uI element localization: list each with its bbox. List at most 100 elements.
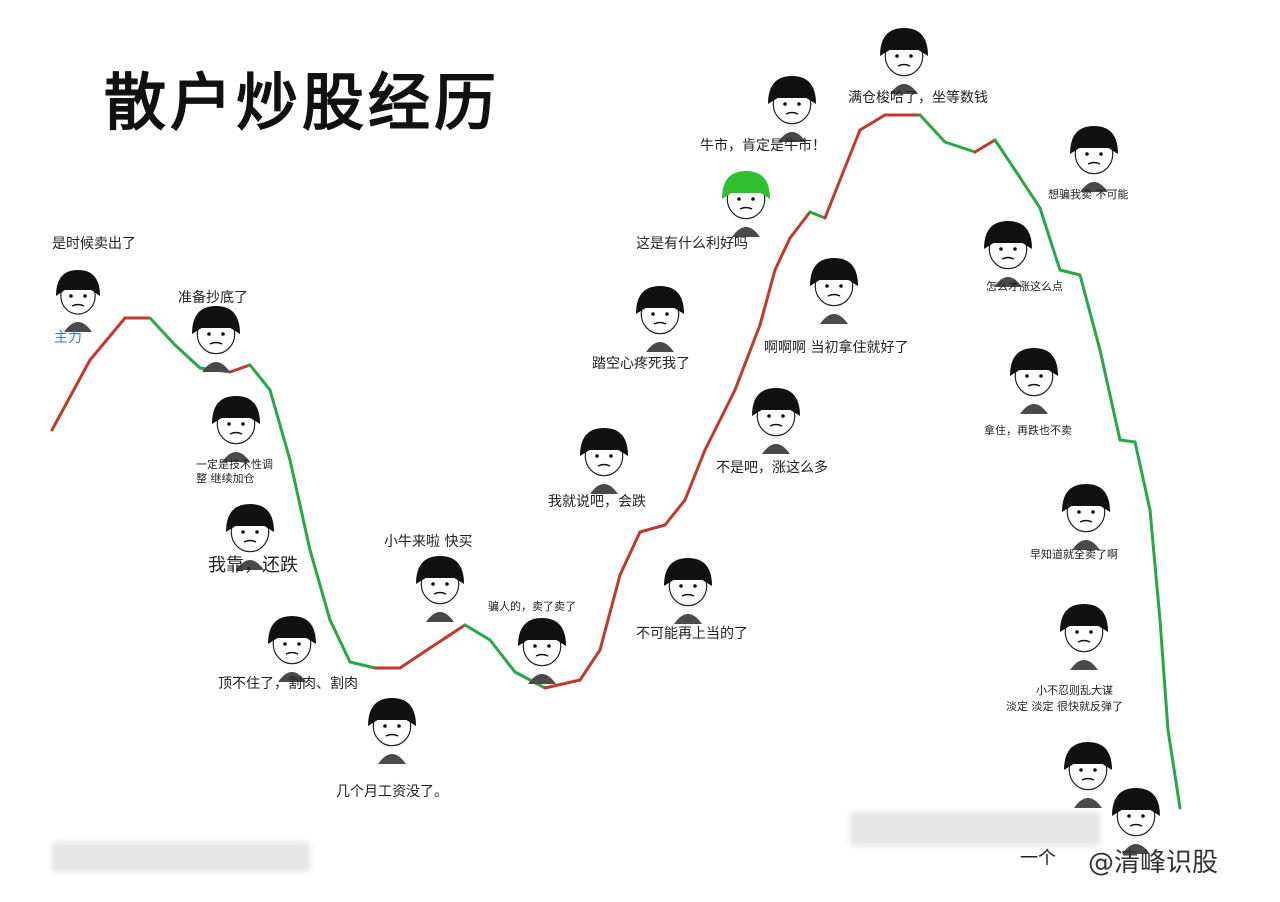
curve-segment bbox=[543, 678, 582, 690]
curve-segment bbox=[858, 113, 887, 132]
curve-segment bbox=[88, 316, 127, 362]
meme-face-icon bbox=[810, 258, 858, 324]
curve-segment bbox=[398, 646, 432, 670]
boss-face-icon bbox=[56, 270, 100, 332]
curve-segment bbox=[1166, 728, 1182, 810]
meme-face-icon bbox=[1010, 348, 1058, 414]
curve-segment bbox=[1038, 206, 1062, 272]
curve-segment bbox=[773, 236, 792, 272]
curve-segment bbox=[1013, 168, 1042, 210]
curve-segment bbox=[758, 268, 777, 327]
curve-segment bbox=[1158, 618, 1170, 732]
meme-face-icon bbox=[752, 388, 800, 454]
watermark: @清峰识股 bbox=[1088, 848, 1219, 878]
curve-segment bbox=[808, 210, 827, 220]
curve-segment bbox=[50, 358, 92, 432]
curve-segment bbox=[578, 648, 602, 682]
meme-face-icon bbox=[368, 698, 416, 764]
caption-add-position: 整 继续加仓 bbox=[196, 472, 255, 485]
meme-face-icon bbox=[880, 28, 928, 94]
curve-segment bbox=[228, 363, 252, 374]
caption-should-hold: 啊啊啊 当初拿住就好了 bbox=[764, 340, 909, 356]
curve-segment bbox=[838, 128, 862, 182]
meme-face-icon bbox=[416, 556, 464, 622]
caption-all-in: 满仓梭哈了，坐等数钱 bbox=[848, 90, 988, 106]
caption-buy-dip: 准备抄底了 bbox=[178, 290, 248, 306]
caption-told-you: 我就说吧，会跌 bbox=[548, 494, 646, 510]
caption-main-force: 主力 bbox=[54, 330, 82, 346]
meme-face-icon bbox=[1070, 126, 1118, 192]
curve-segment bbox=[918, 113, 947, 144]
meme-face-icon bbox=[226, 504, 274, 570]
curve-segment bbox=[823, 178, 842, 220]
meme-face-icon bbox=[1060, 604, 1108, 670]
curve-segment bbox=[663, 498, 687, 527]
curve-segment bbox=[993, 138, 1017, 172]
helmet-face-icon bbox=[722, 171, 770, 237]
curve-segment bbox=[1098, 348, 1122, 442]
curve-segment bbox=[463, 623, 492, 642]
meme-face-icon bbox=[518, 618, 566, 684]
meme-face-icon bbox=[1062, 484, 1110, 550]
caption-still-falling: 我靠，还跌 bbox=[208, 555, 298, 576]
page-title: 散户炒股经历 bbox=[104, 66, 501, 139]
caption-wont-sell: 想骗我卖 不可能 bbox=[1048, 188, 1129, 201]
blurred-strip-left bbox=[52, 842, 310, 872]
caption-calm-rebound: 淡定 淡定 很快就反弹了 bbox=[1006, 700, 1123, 713]
caption-rose-so-much: 不是吧，涨这么多 bbox=[716, 460, 828, 476]
meme-face-icon bbox=[1064, 742, 1112, 808]
curve-segment bbox=[638, 523, 667, 534]
curve-segment bbox=[348, 660, 377, 670]
caption-should-have-sold: 早知道就全卖了啊 bbox=[1030, 548, 1118, 561]
meme-face-icon bbox=[768, 76, 816, 142]
caption-missed-out: 踏空心疼死我了 bbox=[592, 356, 690, 372]
meme-face-icon bbox=[212, 396, 260, 462]
curve-segment bbox=[248, 363, 272, 392]
caption-small-bull: 小牛来啦 快买 bbox=[384, 534, 473, 550]
meme-face-icon bbox=[268, 616, 316, 682]
meme-face-icon bbox=[984, 221, 1032, 287]
curve-segment bbox=[683, 448, 707, 502]
meme-face-icon bbox=[664, 558, 712, 624]
curve-segment bbox=[788, 210, 812, 240]
caption-salary-gone: 几个月工资没了。 bbox=[336, 784, 448, 800]
curve-segment bbox=[1118, 438, 1137, 444]
curve-segment bbox=[148, 316, 177, 347]
curve-segment bbox=[268, 388, 292, 462]
curve-segment bbox=[973, 138, 997, 154]
curve-segment bbox=[1148, 508, 1162, 622]
meme-face-icon bbox=[192, 306, 240, 372]
caption-scam-sell: 骗人的，卖了卖了 bbox=[488, 600, 576, 613]
curve-segment bbox=[173, 343, 202, 370]
curve-segment bbox=[618, 530, 642, 577]
caption-good-news: 这是有什么利好吗 bbox=[636, 236, 748, 252]
caption-bull-market: 牛市，肯定是牛市！ bbox=[700, 138, 826, 154]
curve-segment bbox=[513, 670, 547, 690]
caption-patience: 小不忍则乱大谋 bbox=[1036, 684, 1113, 697]
curve-segment bbox=[488, 638, 517, 674]
meme-face-icon bbox=[636, 286, 684, 352]
blurred-strip-right bbox=[850, 812, 1100, 846]
curve-segment bbox=[703, 388, 737, 452]
curve-segment bbox=[733, 323, 762, 392]
caption-technical-adjust: 一定是技术性调 bbox=[196, 458, 273, 471]
curve-segment bbox=[1058, 268, 1082, 277]
caption-hold-on: 拿住，再跌也不卖 bbox=[984, 424, 1072, 437]
curve-segment bbox=[308, 548, 332, 622]
curve-segment bbox=[598, 573, 622, 652]
caption-cut-loss: 顶不住了，割肉、割肉 bbox=[218, 676, 358, 692]
curve-segment bbox=[288, 458, 312, 552]
caption-bottom: 一个 bbox=[1020, 848, 1056, 869]
caption-only-this-much: 怎么才涨这么点 bbox=[986, 280, 1063, 293]
caption-sell-now: 是时候卖出了 bbox=[52, 236, 136, 252]
caption-not-fooled: 不可能再上当的了 bbox=[636, 626, 748, 642]
curve-segment bbox=[428, 623, 467, 650]
curve-segment bbox=[1133, 440, 1152, 512]
curve-segment bbox=[1078, 273, 1102, 352]
meme-face-icon bbox=[1112, 788, 1160, 854]
curve-segment bbox=[328, 618, 352, 664]
meme-face-icon bbox=[580, 428, 628, 494]
curve-segment bbox=[943, 140, 977, 154]
